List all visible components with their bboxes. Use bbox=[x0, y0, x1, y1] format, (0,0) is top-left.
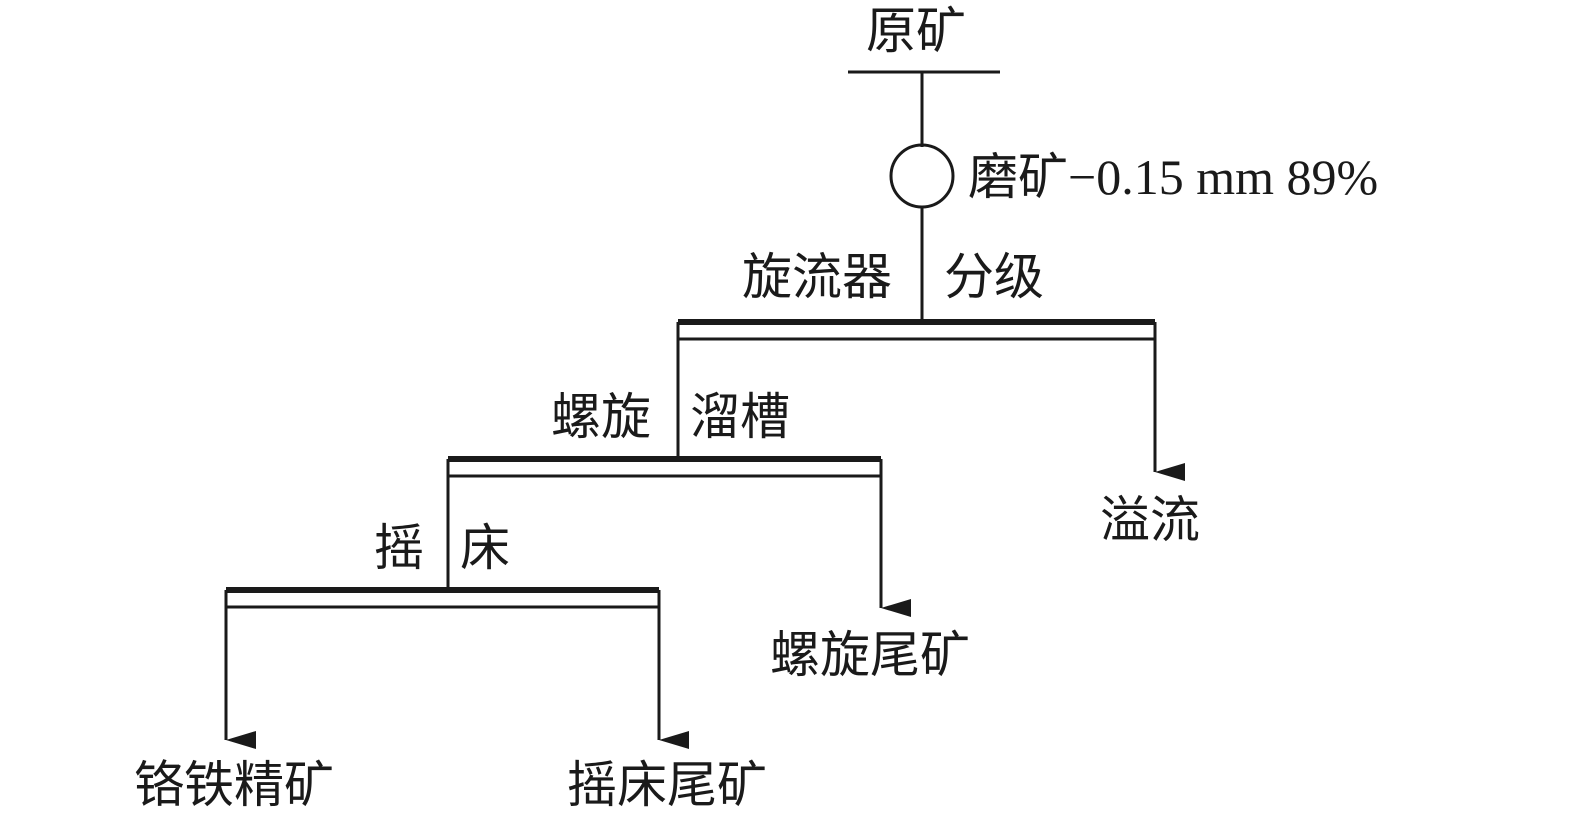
table-label-left: 摇 bbox=[374, 519, 424, 577]
table-tailings-label: 摇床尾矿 bbox=[567, 756, 767, 814]
cyclone-label-left: 旋流器 bbox=[742, 248, 892, 306]
table-label-right: 床 bbox=[460, 519, 510, 577]
raw-ore-label: 原矿 bbox=[866, 2, 966, 60]
spiral-label-right: 溜槽 bbox=[690, 388, 790, 446]
overflow-label: 溢流 bbox=[1100, 491, 1200, 549]
grinding-label: 磨矿−0.15 mm 89% bbox=[968, 149, 1379, 205]
cyclone-label-right: 分级 bbox=[944, 248, 1044, 306]
spiral-tailings-label: 螺旋尾矿 bbox=[770, 626, 970, 684]
chromite-concentrate-label: 铬铁精矿 bbox=[134, 756, 334, 814]
spiral-label-left: 螺旋 bbox=[551, 388, 651, 446]
grinding-circle bbox=[889, 143, 955, 209]
